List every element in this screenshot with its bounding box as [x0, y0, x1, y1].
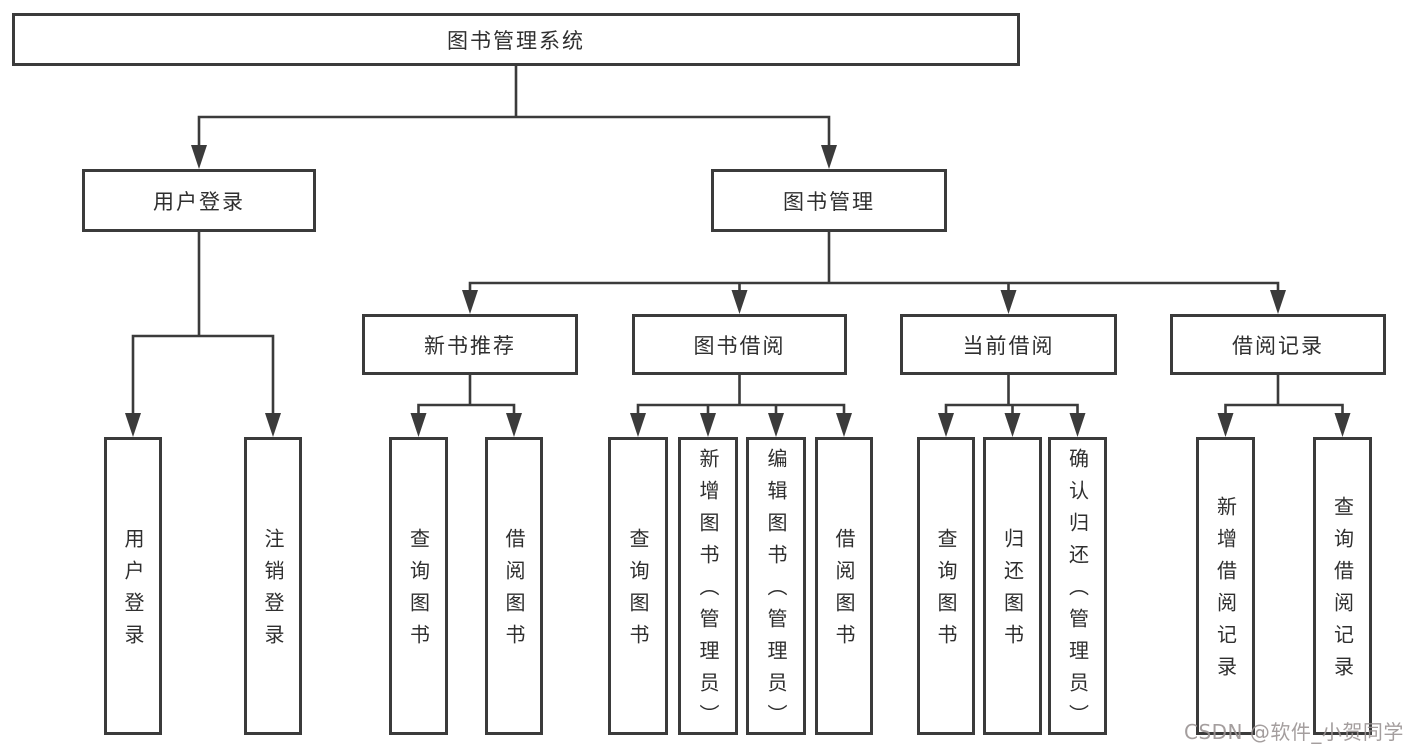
node-new-book-recommend: 新书推荐	[362, 314, 578, 375]
node-edit-books-admin: 编辑图书（管理员）	[746, 437, 806, 736]
node-borrow-books-recommend: 借阅图书	[485, 437, 543, 735]
node-borrowing-records: 借阅记录	[1170, 314, 1386, 375]
node-label-root: 图书管理系统	[447, 28, 585, 53]
node-query-books-borrowing: 查询图书	[608, 437, 668, 735]
node-current-borrowing: 当前借阅	[900, 314, 1117, 375]
node-label-user-login: 用户登录	[153, 189, 245, 214]
node-label-add-books-admin: 新增图书（管理员）	[696, 448, 720, 736]
node-label-query-books-current: 查询图书	[934, 528, 958, 656]
node-label-query-books-borrowing: 查询图书	[626, 528, 650, 656]
node-label-add-borrow-record: 新增借阅记录	[1213, 496, 1238, 688]
node-borrow-books-borrowing: 借阅图书	[815, 437, 873, 735]
node-label-book-management: 图书管理	[783, 189, 875, 214]
node-label-edit-books-admin: 编辑图书（管理员）	[764, 448, 788, 736]
node-login: 用户登录	[104, 437, 162, 735]
node-book-borrowing: 图书借阅	[632, 314, 847, 375]
node-query-books-current: 查询图书	[917, 437, 975, 735]
node-query-borrow-record: 查询借阅记录	[1313, 437, 1372, 735]
node-add-borrow-record: 新增借阅记录	[1196, 437, 1255, 735]
node-label-login: 用户登录	[121, 528, 145, 656]
node-return-books: 归还图书	[983, 437, 1042, 735]
node-logout: 注销登录	[244, 437, 302, 735]
node-label-logout: 注销登录	[261, 528, 285, 656]
node-user-login: 用户登录	[82, 169, 316, 232]
node-label-query-borrow-record: 查询借阅记录	[1330, 496, 1355, 688]
node-root: 图书管理系统	[12, 13, 1020, 66]
node-label-borrowing-records: 借阅记录	[1232, 333, 1324, 358]
node-label-confirm-return-admin: 确认归还（管理员）	[1065, 448, 1090, 736]
node-label-current-borrowing: 当前借阅	[962, 333, 1055, 358]
watermark: CSDN @软件_小贺同学	[1184, 720, 1404, 744]
node-label-borrow-books-borrowing: 借阅图书	[832, 528, 856, 656]
node-label-return-books: 归还图书	[1000, 528, 1025, 656]
node-confirm-return-admin: 确认归还（管理员）	[1048, 437, 1107, 736]
node-label-new-book-recommend: 新书推荐	[424, 333, 516, 358]
node-book-management: 图书管理	[711, 169, 947, 232]
node-label-query-books-recommend: 查询图书	[406, 528, 431, 656]
node-add-books-admin: 新增图书（管理员）	[678, 437, 738, 736]
node-query-books-recommend: 查询图书	[389, 437, 448, 735]
node-label-book-borrowing: 图书借阅	[693, 333, 786, 358]
node-label-borrow-books-recommend: 借阅图书	[502, 528, 526, 656]
